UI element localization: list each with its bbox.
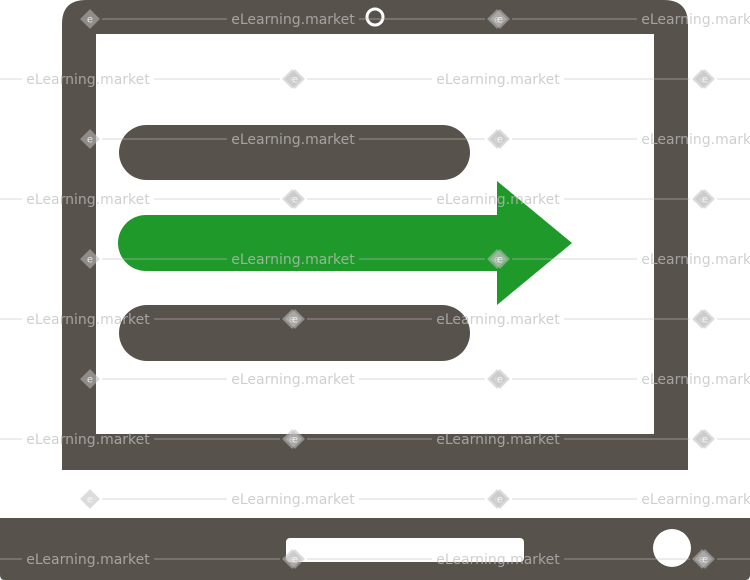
power-button-icon	[653, 529, 691, 567]
watermark-badge-glyph: e	[292, 315, 298, 326]
watermark-overlay: eLearning.market e e eLearning.market e e eLea…	[0, 9, 750, 569]
watermark-text: eLearning.market	[231, 372, 355, 388]
watermark-badge-icon: e	[490, 489, 510, 509]
watermark-text: eLearning.market	[231, 492, 355, 508]
watermark-badge-glyph: e	[292, 75, 298, 86]
watermark-badge-icon: e	[80, 249, 100, 269]
watermark-badge-icon: e	[695, 69, 715, 89]
watermark-badge-icon: e	[695, 309, 715, 329]
watermark-badge-icon: e	[695, 549, 715, 569]
watermark-text: eLearning.market	[641, 492, 750, 508]
watermark-badge-icon: e	[490, 249, 510, 269]
watermark-badge-icon: e	[490, 129, 510, 149]
arrow-right-icon	[118, 181, 572, 305]
watermark-text: eLearning.market	[231, 252, 355, 268]
watermark-badge-glyph: e	[292, 435, 298, 446]
watermark-badge-glyph: e	[87, 255, 93, 266]
watermark-badge-icon: e	[80, 9, 100, 29]
watermark-badge-glyph: e	[87, 15, 93, 26]
watermark-text: eLearning.market	[26, 72, 150, 88]
watermark-text: eLearning.market	[436, 312, 560, 328]
watermark-text: eLearning.market	[641, 12, 750, 28]
watermark-badge-glyph: e	[702, 435, 708, 446]
watermark-text: eLearning.market	[26, 192, 150, 208]
watermark-badge-glyph: e	[292, 195, 298, 206]
watermark-text: eLearning.market	[641, 132, 750, 148]
watermark-badge-glyph: e	[497, 255, 503, 266]
watermark-badge-icon: e	[490, 9, 510, 29]
watermark-badge-glyph: e	[497, 135, 503, 146]
trackpad-slot	[286, 538, 524, 562]
watermark-badge-glyph: e	[702, 75, 708, 86]
watermark-text: eLearning.market	[641, 252, 750, 268]
watermark-badge-icon: e	[695, 429, 715, 449]
watermark-text: eLearning.market	[26, 312, 150, 328]
watermark-badge-glyph: e	[702, 555, 708, 566]
watermark-text: eLearning.market	[436, 432, 560, 448]
watermark-text: eLearning.market	[26, 432, 150, 448]
watermark-badge-glyph: e	[87, 135, 93, 146]
watermark-badge-glyph: e	[87, 495, 93, 506]
watermark-text: eLearning.market	[231, 132, 355, 148]
watermark-badge-icon: e	[285, 309, 305, 329]
watermark-text: eLearning.market	[436, 552, 560, 568]
watermark-badge-icon: e	[80, 129, 100, 149]
watermark-badge-icon: e	[285, 69, 305, 89]
watermark-badge-glyph: e	[497, 495, 503, 506]
watermark-badge-icon: e	[285, 189, 305, 209]
watermark-badge-icon: e	[285, 549, 305, 569]
watermark-badge-glyph: e	[702, 195, 708, 206]
watermark-badge-glyph: e	[702, 315, 708, 326]
watermark-badge-glyph: e	[292, 555, 298, 566]
watermark-badge-icon: e	[490, 369, 510, 389]
watermark-text: eLearning.market	[436, 72, 560, 88]
watermark-text: eLearning.market	[26, 552, 150, 568]
watermark-badge-icon: e	[80, 369, 100, 389]
watermark-badge-icon: e	[80, 489, 100, 509]
watermark-text: eLearning.market	[231, 12, 355, 28]
watermark-text: eLearning.market	[436, 192, 560, 208]
watermark-badge-glyph: e	[497, 15, 503, 26]
webcam-icon	[365, 7, 385, 27]
watermark-badge-glyph: e	[87, 375, 93, 386]
watermark-badge-icon: e	[285, 429, 305, 449]
watermark-text: eLearning.market	[641, 372, 750, 388]
watermark-badge-glyph: e	[497, 375, 503, 386]
watermark-badge-icon: e	[695, 189, 715, 209]
